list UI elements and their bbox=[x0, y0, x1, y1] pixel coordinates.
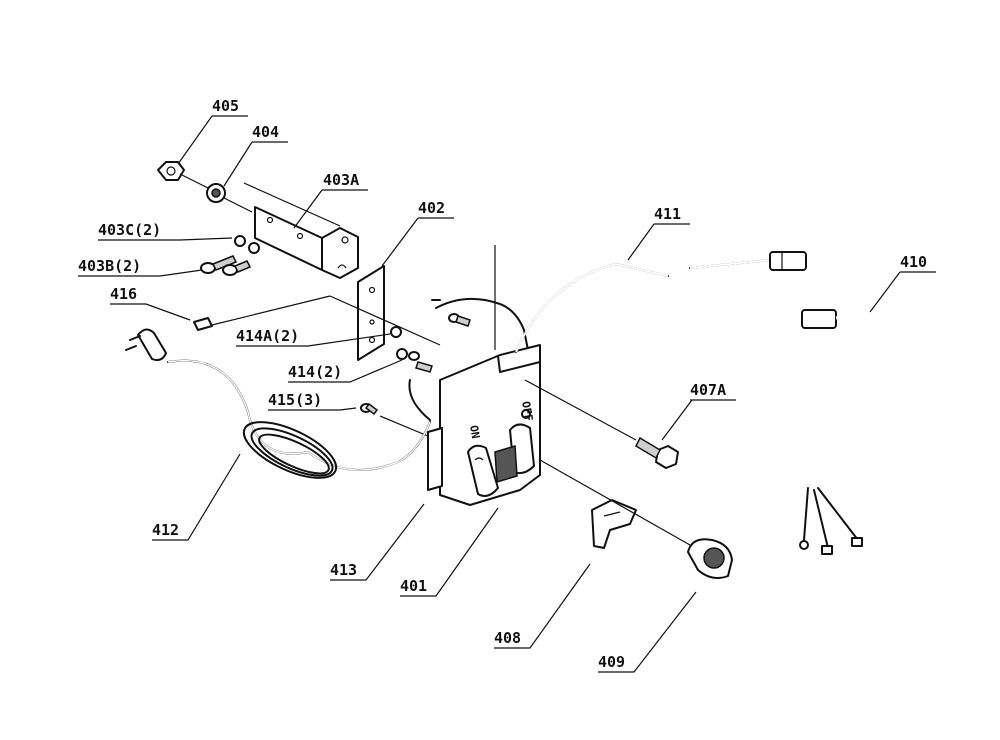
part-403B-screws bbox=[200, 255, 252, 276]
assembly-line-415 bbox=[379, 415, 429, 437]
label-402: 402 bbox=[418, 199, 445, 217]
label-416: 416 bbox=[110, 285, 137, 303]
part-403C-lock-washers bbox=[234, 235, 260, 254]
part-408-switch-knob bbox=[591, 499, 637, 549]
label-404: 404 bbox=[252, 123, 279, 141]
label-405: 405 bbox=[212, 97, 239, 115]
internal-wires bbox=[408, 297, 531, 421]
part-411-cord bbox=[515, 251, 807, 353]
part-404-washer bbox=[206, 183, 226, 203]
label-408: 408 bbox=[494, 629, 521, 647]
label-412: 412 bbox=[152, 521, 179, 539]
part-405-hex-nut bbox=[157, 161, 185, 181]
label-401: 401 bbox=[400, 577, 427, 595]
label-411: 411 bbox=[654, 205, 681, 223]
assembly-line-402-switch bbox=[329, 295, 441, 346]
assembly-line-404-403A bbox=[223, 197, 253, 213]
label-414A: 414A(2) bbox=[236, 327, 299, 345]
part-414A-washers bbox=[390, 326, 408, 360]
label-403C: 403C(2) bbox=[98, 221, 161, 239]
label-409: 409 bbox=[598, 653, 625, 671]
part-407A-bolt bbox=[635, 436, 679, 469]
label-413: 413 bbox=[330, 561, 357, 579]
label-403A: 403A bbox=[323, 171, 359, 189]
label-407A: 407A bbox=[690, 381, 726, 399]
label-410: 410 bbox=[900, 253, 927, 271]
switch-off-text: OFF bbox=[519, 400, 535, 422]
assembly-line-416-402 bbox=[211, 295, 331, 326]
assembly-line-409 bbox=[539, 459, 691, 546]
assembly-line-bracket bbox=[243, 182, 341, 227]
part-410-cord bbox=[799, 309, 887, 555]
part-412-power-cord bbox=[125, 328, 431, 479]
switch-on-text: ON bbox=[467, 424, 482, 439]
assembly-line-407A bbox=[524, 379, 637, 441]
part-414-screws bbox=[408, 313, 471, 373]
part-401-switch-box bbox=[427, 344, 541, 506]
label-414: 414(2) bbox=[288, 363, 342, 381]
part-416-pin bbox=[193, 317, 213, 331]
label-415: 415(3) bbox=[268, 391, 322, 409]
part-403A-bracket bbox=[254, 206, 359, 279]
part-415-screw bbox=[360, 402, 379, 416]
leader-lines bbox=[78, 115, 936, 673]
part-409-rocker-switch bbox=[687, 538, 733, 579]
part-402-plate bbox=[357, 265, 385, 361]
label-403B: 403B(2) bbox=[78, 257, 141, 275]
assembly-line-405-404 bbox=[179, 173, 209, 189]
